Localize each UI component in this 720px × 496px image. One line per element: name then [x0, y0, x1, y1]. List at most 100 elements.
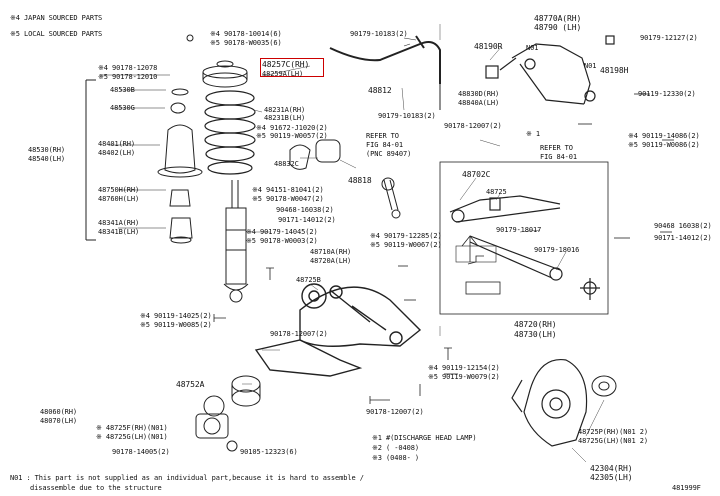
- note-mark: ※3: [372, 454, 382, 462]
- part-label[interactable]: ※4 90179-12285(2): [370, 232, 442, 240]
- part-label[interactable]: 90171-14012(2): [278, 216, 336, 224]
- part-label[interactable]: 48760H(LH): [98, 195, 140, 203]
- part-label[interactable]: ※ 48725G(LH)(N01): [96, 433, 168, 441]
- part-label[interactable]: 48752A: [176, 380, 205, 389]
- part-label[interactable]: 48401(RH): [98, 140, 136, 148]
- stabilizer-bushing: [289, 139, 341, 170]
- ref-label[interactable]: (PNC 89407): [366, 150, 412, 158]
- part-label[interactable]: ※5 90119-W0086(2): [628, 141, 700, 149]
- highlighted-part-frame: [260, 58, 324, 77]
- ref-label[interactable]: FIG 84-01: [366, 141, 404, 149]
- notes-row: ※1 #(DISCHARGE HEAD LAMP): [372, 434, 477, 442]
- part-label[interactable]: 48530(RH): [28, 146, 66, 154]
- part-label[interactable]: 48190R: [474, 42, 503, 51]
- part-label[interactable]: ※5 90178-W0003(2): [246, 237, 318, 245]
- part-label[interactable]: 48812: [368, 86, 392, 95]
- part-label-highlighted[interactable]: 48257C(RH): [262, 60, 310, 69]
- part-label[interactable]: 48530B: [110, 86, 135, 94]
- carrier-bushing: [591, 375, 617, 397]
- lower-arm: [254, 283, 422, 377]
- part-label[interactable]: 48259A(LH): [262, 70, 304, 78]
- part-label[interactable]: 48840A(LH): [458, 99, 500, 107]
- ref-label[interactable]: REFER TO: [366, 132, 399, 140]
- part-label[interactable]: 48710A(RH): [310, 248, 352, 256]
- note-mark: ※2: [372, 444, 382, 452]
- part-label[interactable]: ※5 90119-W0067(2): [370, 241, 442, 249]
- part-label[interactable]: 48231A(RH): [264, 106, 306, 114]
- stabilizer-link: [381, 177, 401, 219]
- part-label[interactable]: 48725G(LH)(N01 2): [578, 437, 648, 445]
- part-label[interactable]: 90179-12127(2): [640, 34, 698, 42]
- legend-japan: ※4 JAPAN SOURCED PARTS: [10, 14, 103, 22]
- part-label[interactable]: 48402(LH): [98, 149, 136, 157]
- part-label[interactable]: ※ 48725F(RH)(N01): [96, 424, 168, 432]
- part-label[interactable]: 90179-18016: [534, 246, 580, 254]
- part-label[interactable]: ※4 91672-J1020(2): [256, 124, 328, 132]
- part-label[interactable]: 48530G: [110, 104, 135, 112]
- part-label[interactable]: 90179-10183(2): [350, 30, 408, 38]
- part-label[interactable]: 48725: [486, 188, 507, 196]
- part-label[interactable]: ※4 90179-14045(2): [246, 228, 318, 236]
- part-label[interactable]: 48198H: [600, 66, 629, 75]
- part-label[interactable]: 48832C: [274, 160, 299, 168]
- part-label[interactable]: 90178-12007(2): [366, 408, 424, 416]
- bolts: [213, 93, 674, 404]
- part-label[interactable]: 90178-14005(2): [112, 448, 170, 456]
- part-label[interactable]: 48790 (LH): [534, 23, 582, 32]
- part-label[interactable]: 42305(LH): [590, 473, 633, 482]
- part-label[interactable]: 90171-14012(2): [654, 234, 712, 242]
- part-label[interactable]: ※4 90178-12078: [98, 64, 158, 72]
- part-label[interactable]: 48540(LH): [28, 155, 66, 163]
- part-label[interactable]: ※4 90119-12154(2): [428, 364, 500, 372]
- part-label[interactable]: 48720A(LH): [310, 257, 352, 265]
- part-label[interactable]: ※4 90178-10014(6): [210, 30, 282, 38]
- ref-label[interactable]: ※ 1: [526, 130, 540, 138]
- note-text: #(DISCHARGE HEAD LAMP): [386, 434, 477, 442]
- part-label[interactable]: 48770A(RH): [534, 14, 582, 23]
- part-label[interactable]: 48702C: [462, 170, 491, 179]
- part-label[interactable]: 90179-10183(2): [378, 112, 436, 120]
- part-label[interactable]: 90178-12007(2): [444, 122, 502, 130]
- part-label[interactable]: 90119-12330(2): [638, 90, 696, 98]
- notes-row: ※2 ( -0408): [372, 444, 419, 452]
- ref-label[interactable]: FIG 84-01: [540, 153, 578, 161]
- lower-arm-bushing: [195, 375, 261, 452]
- part-label[interactable]: 48830D(RH): [458, 90, 500, 98]
- part-label[interactable]: 90105-12323(6): [240, 448, 298, 456]
- part-label[interactable]: ※5 90178-12010: [98, 73, 158, 81]
- part-label[interactable]: 48818: [348, 176, 372, 185]
- part-label[interactable]: ※5 90119-W0057(2): [256, 132, 328, 140]
- part-label[interactable]: 42304(RH): [590, 464, 633, 473]
- part-label[interactable]: 48750H(RH): [98, 186, 140, 194]
- part-label[interactable]: 48730(LH): [514, 330, 557, 339]
- part-label[interactable]: 48341B(LH): [98, 228, 140, 236]
- part-label[interactable]: 48231B(LH): [264, 114, 306, 122]
- part-label[interactable]: ※5 90178-W0047(2): [252, 195, 324, 203]
- part-label[interactable]: ※5 90119-W0079(2): [428, 373, 500, 381]
- part-label[interactable]: 90468 16038(2): [654, 222, 712, 230]
- part-label[interactable]: 48341A(RH): [98, 219, 140, 227]
- stabilizer-bar: [329, 35, 441, 110]
- part-label[interactable]: 90468-16038(2): [276, 206, 334, 214]
- part-label[interactable]: 90178-12007(2): [270, 330, 328, 338]
- part-label[interactable]: 48720(RH): [514, 320, 557, 329]
- part-label[interactable]: 48070(LH): [40, 417, 78, 425]
- coil-spring: [204, 90, 256, 175]
- note-marker: N01: [526, 44, 539, 52]
- part-label[interactable]: 90179-18017: [496, 226, 542, 234]
- part-label[interactable]: ※5 90119-W0085(2): [140, 321, 212, 329]
- note-text: ( -0408): [386, 444, 419, 452]
- note-marker: N01: [584, 62, 597, 70]
- note-text: (0408- ): [386, 454, 419, 462]
- part-label[interactable]: ※4 90119-14025(2): [140, 312, 212, 320]
- part-label[interactable]: ※4 90119-14086(2): [628, 132, 700, 140]
- rear-axle-carrier: [511, 358, 588, 447]
- ref-label[interactable]: REFER TO: [540, 144, 573, 152]
- part-label[interactable]: 48725B: [296, 276, 321, 284]
- part-label[interactable]: 48725P(RH)(N01 2): [578, 428, 648, 436]
- part-label[interactable]: ※5 90178-W0035(6): [210, 39, 282, 47]
- figure-id: 481999F: [672, 484, 701, 492]
- part-label[interactable]: ※4 94151-81041(2): [252, 186, 324, 194]
- part-label[interactable]: 48060(RH): [40, 408, 78, 416]
